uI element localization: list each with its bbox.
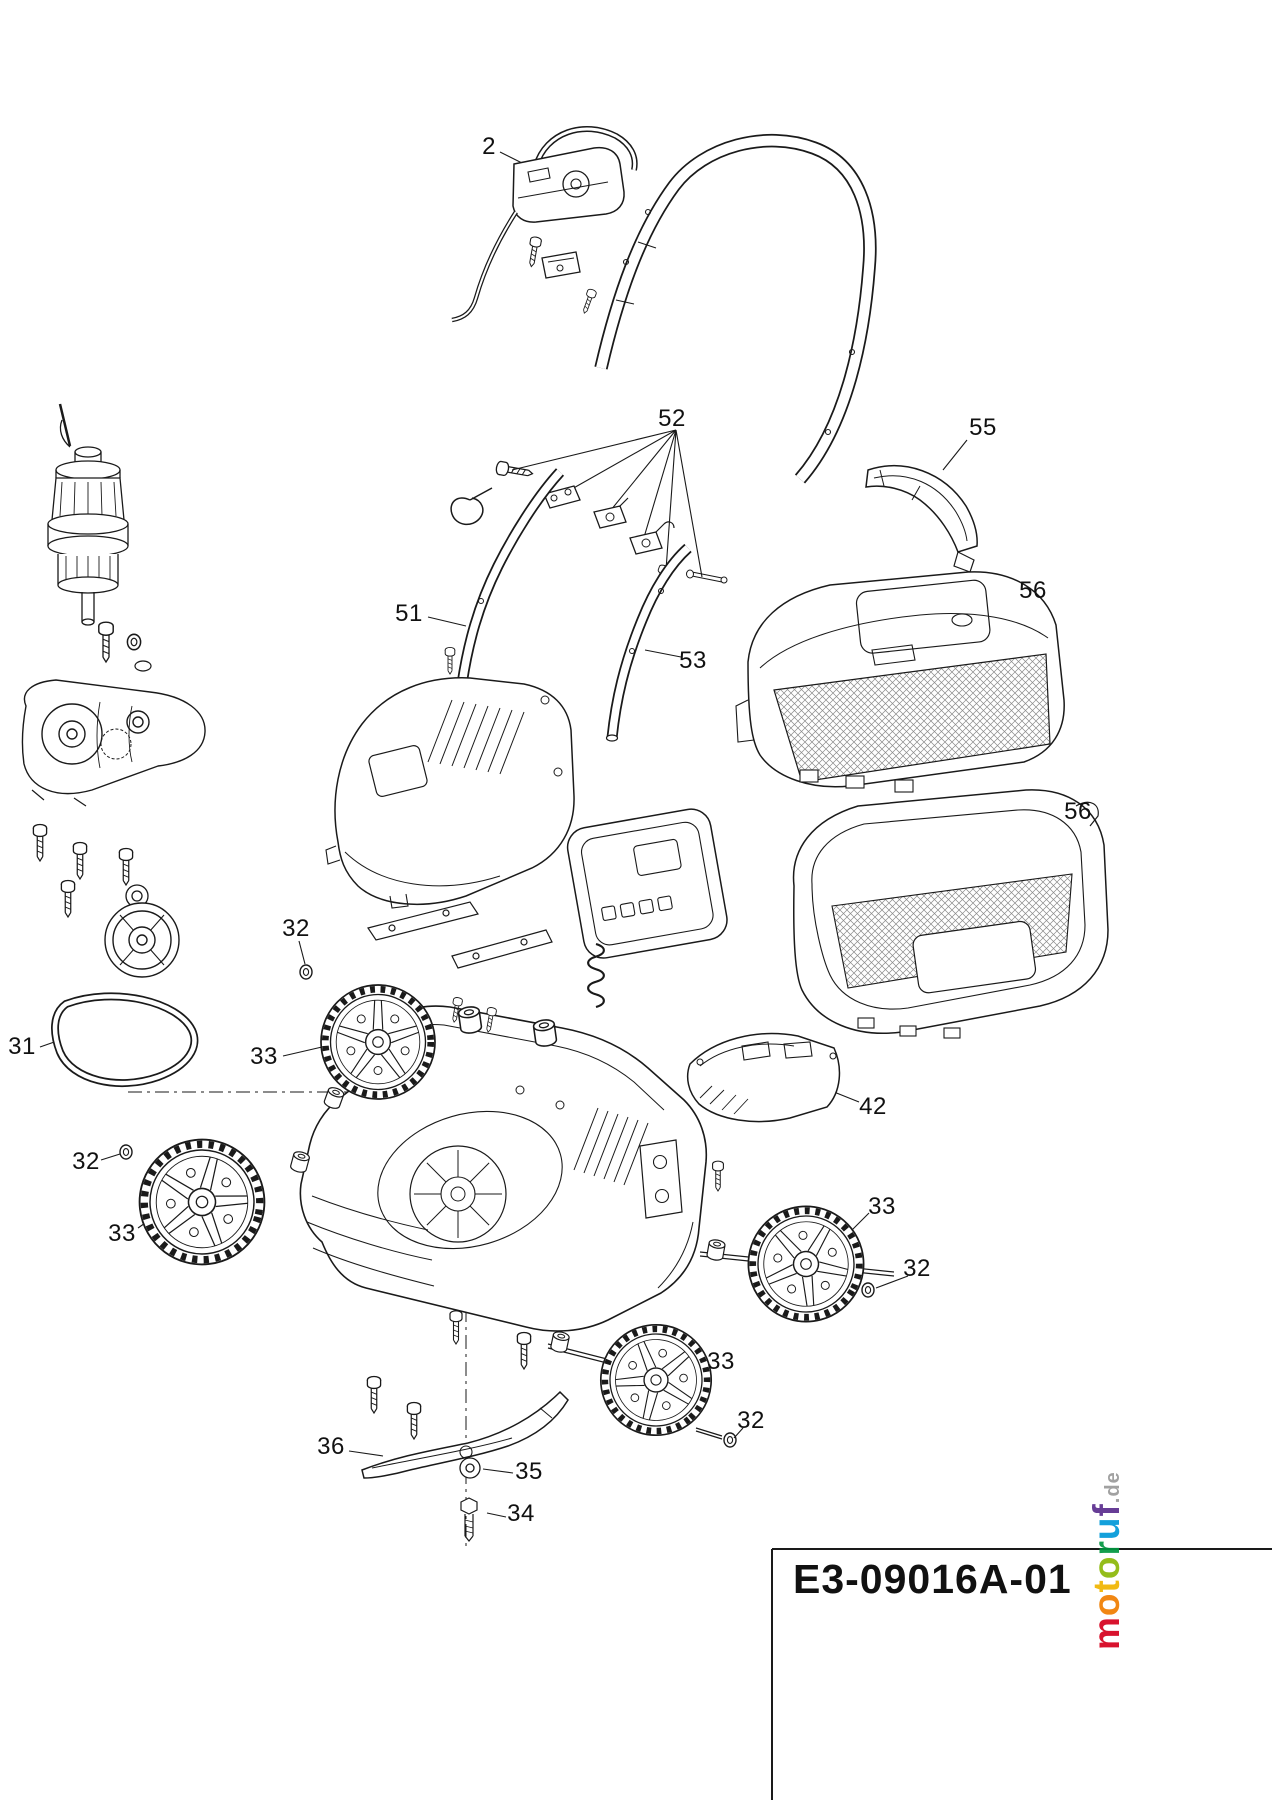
part-label-53: 53 [679, 647, 707, 674]
wheel-drawing [578, 1302, 734, 1458]
part-label-34: 34 [507, 1500, 535, 1527]
part-label-35: 35 [515, 1458, 543, 1485]
upper-handlebar-drawing [594, 134, 877, 484]
bearing-drawing [125, 884, 149, 908]
wheel-drawing [126, 1126, 279, 1279]
housing-screws-drawing [32, 823, 134, 918]
part-label-55: 55 [969, 414, 997, 441]
underdeck-bolts-drawing [366, 1310, 532, 1440]
handle-strap-drawing [865, 465, 978, 573]
deck-boss [457, 1004, 483, 1036]
lower-handle-left-drawing [444, 468, 565, 688]
part-label-36: 36 [317, 1433, 345, 1460]
motor-fasteners-drawing [98, 621, 152, 672]
blade-bolt-drawing [460, 1497, 478, 1542]
part-label-51: 51 [395, 600, 423, 627]
battery-box-drawing [566, 808, 728, 959]
watermark-text: motoruf.de [1086, 1471, 1127, 1650]
axle-bushing [549, 1329, 571, 1355]
part-label-52: 52 [658, 405, 686, 432]
part-label-32: 32 [737, 1407, 765, 1434]
part-label-32: 32 [282, 915, 310, 942]
lower-handle-right-drawing [605, 543, 692, 742]
part-label-33: 33 [707, 1348, 735, 1375]
motor-drawing [47, 403, 129, 626]
o-ring-drawing [723, 1432, 737, 1448]
o-ring-drawing [299, 964, 313, 980]
part-label-56: 56 [1064, 798, 1092, 825]
switch-housing-drawing [451, 126, 638, 323]
part-label-33: 33 [250, 1043, 278, 1070]
part-label-31: 31 [8, 1033, 36, 1060]
blade-drawing [361, 1390, 569, 1479]
vent-slots [427, 699, 525, 775]
o-ring-drawing [861, 1282, 875, 1298]
deck-boss [532, 1017, 558, 1049]
wheel-drawing [727, 1185, 884, 1342]
trim-strips-drawing [367, 901, 553, 969]
part-label-56: 56 [1019, 577, 1047, 604]
blade-washer-drawing [459, 1457, 481, 1479]
rear-cover-bottom-drawing [792, 789, 1109, 1039]
wheel-drawing [321, 985, 435, 1099]
title-block-lines [771, 1548, 1272, 1800]
motor-cover-drawing [325, 677, 575, 909]
rear-cover-top-drawing [735, 571, 1065, 793]
part-label-33: 33 [868, 1193, 896, 1220]
part-label-33: 33 [108, 1220, 136, 1247]
belt-drawing [51, 992, 199, 1088]
axle-bushing [705, 1238, 727, 1262]
fastener-set-drawing [450, 460, 728, 593]
part-label-2: 2 [482, 133, 496, 160]
deflector-drawing [687, 1032, 841, 1123]
part-label-32: 32 [72, 1148, 100, 1175]
gear-housing-drawing [21, 679, 206, 807]
part-label-42: 42 [859, 1093, 887, 1120]
o-ring-drawing [119, 1144, 133, 1160]
drawing-number: E3-09016A-01 [793, 1556, 1072, 1602]
part-label-32: 32 [903, 1255, 931, 1282]
pulley-drawing [104, 902, 180, 978]
deck-vents [573, 1107, 649, 1186]
